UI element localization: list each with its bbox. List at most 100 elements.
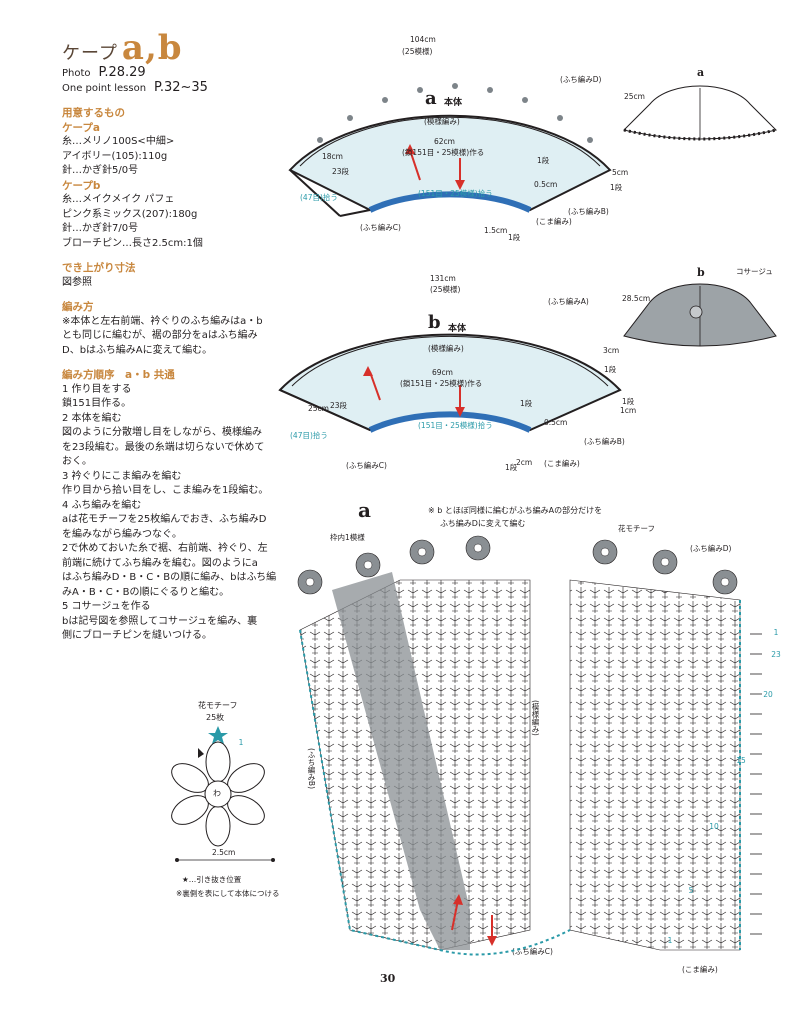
b-neck-width: 69cm bbox=[432, 368, 453, 377]
a-row1b: 1段 bbox=[508, 233, 521, 242]
b-edge-c: (ふち編みC) bbox=[346, 461, 387, 470]
row-number: 1 bbox=[773, 628, 779, 637]
a-dim-05: 0.5cm bbox=[534, 180, 558, 189]
b-neck-pickup: (151目・25模様)拾う bbox=[418, 421, 493, 430]
b-neck-note: (鎖151目・25模様)作る bbox=[400, 379, 483, 388]
chart-note-1: ※ b とほぼ同様に編むがふち編みAの部分だけを bbox=[428, 506, 603, 515]
chart-edge-b: (ふち編みB) bbox=[307, 748, 316, 789]
thumb-b-length: 28.5cm bbox=[622, 294, 651, 303]
a-top-width: 104cm bbox=[410, 35, 436, 44]
a-side: 18cm bbox=[322, 152, 343, 161]
step-line: 作り目から拾い目をし、こま編みを1段編む。 bbox=[62, 485, 269, 496]
instructions-column: 用意するもの ケープa 糸…メリノ100S<中細> アイボリー(105):110… bbox=[62, 106, 282, 644]
chart-sc: (こま編み) bbox=[682, 965, 718, 974]
row-number: 1 bbox=[667, 936, 673, 945]
motif-width: 2.5cm bbox=[212, 848, 236, 857]
a-row1a: 1段 bbox=[537, 156, 550, 165]
step-line: 2で休めておいた糸で裾、右前端、衿ぐり、左 bbox=[62, 543, 268, 554]
step-line: 図のように分散増し目をしながら、模様編み bbox=[62, 427, 262, 438]
b-dim-2: 2cm bbox=[516, 458, 533, 467]
thumb-b-corsage: コサージュ bbox=[736, 267, 773, 276]
b-row1b: 1段 bbox=[622, 397, 635, 406]
motif-count: 25枚 bbox=[206, 713, 225, 722]
title-main: ケープ bbox=[62, 43, 118, 64]
b-sc: (こま編み) bbox=[544, 459, 580, 468]
step-line: 4 ふち編みを編む bbox=[62, 499, 142, 511]
a-top-pattern: (25模様) bbox=[402, 47, 433, 56]
thumb-b-mark: b bbox=[697, 266, 705, 279]
row-number: 15 bbox=[736, 756, 746, 765]
material-line: 糸…メイクメイク パフェ bbox=[62, 194, 175, 205]
motif-center: わ bbox=[213, 789, 221, 798]
step-line: 5 コサージュを作る bbox=[62, 601, 151, 612]
step-line: 2 本体を編む bbox=[62, 412, 122, 424]
repeat-highlight bbox=[332, 572, 470, 950]
b-pattern: (模様編み) bbox=[428, 344, 464, 353]
a-neck-note: (鎖151目・25模様)作る bbox=[402, 148, 485, 157]
step-line: 前端に続けてふち編みを編む。図のようにa bbox=[62, 557, 258, 569]
b-top-width: 131cm bbox=[430, 274, 456, 283]
a-neck-pickup: (151目・25模様)拾う bbox=[418, 189, 493, 198]
b-dim-1: 1cm bbox=[620, 406, 637, 415]
a-edge-d: (ふち編みD) bbox=[560, 75, 602, 84]
red-arrow-up bbox=[369, 371, 381, 401]
stitch-chart bbox=[297, 535, 762, 956]
step-line: 側にブローチピンを縫いつける。 bbox=[62, 630, 212, 641]
a-body: 本体 bbox=[444, 98, 463, 108]
chart-edge-c: (ふち編みC) bbox=[512, 947, 553, 956]
method-line: とも同じに編むが、裾の部分をaはふち編み bbox=[62, 330, 258, 341]
material-line: ピンク系ミックス(207):180g bbox=[62, 208, 198, 220]
motif-title: 花モチーフ bbox=[198, 701, 238, 710]
materials-heading: 用意するもの bbox=[62, 107, 125, 119]
chart-mark: a bbox=[358, 498, 371, 522]
flower-motif-diagram bbox=[171, 726, 265, 847]
step-line: を23段編む。最後の糸端は切らないで休めて bbox=[62, 441, 265, 453]
b-row1a: 1段 bbox=[604, 365, 617, 374]
page-number: 30 bbox=[380, 972, 396, 985]
lesson-page: P.32~35 bbox=[154, 80, 208, 95]
a-side-rows: 23段 bbox=[332, 167, 350, 176]
b-mark: b bbox=[428, 312, 441, 333]
chart-edge-d: (ふち編みD) bbox=[690, 544, 732, 553]
b-pickup-left: (47目)拾う bbox=[290, 431, 328, 440]
step-line: aは花モチーフを25枚編んでおき、ふち編みD bbox=[62, 514, 267, 525]
b-row1d: 1段 bbox=[505, 463, 518, 472]
motif-slip-note: ★…引き抜き位置 bbox=[182, 875, 242, 884]
diagram-b-schematic bbox=[278, 333, 622, 433]
b-side: 25cm bbox=[308, 404, 329, 413]
cape-b-heading: ケープb bbox=[62, 179, 101, 192]
b-edge-b: (ふち編みB) bbox=[584, 437, 625, 446]
material-line: 糸…メリノ100S<中細> bbox=[62, 136, 175, 147]
photo-label: Photo bbox=[62, 68, 91, 79]
red-arrow-up bbox=[451, 899, 459, 931]
material-line: ブローチピン…長さ2.5cm:1個 bbox=[62, 237, 203, 249]
photo-page: P.28.29 bbox=[98, 65, 146, 80]
chart-flower-label: 花モチーフ bbox=[618, 524, 656, 533]
step-line: bは記号図を参照してコサージュを編み、裏 bbox=[62, 615, 258, 627]
a-pattern: (模様編み) bbox=[424, 117, 460, 126]
finished-text: 図参照 bbox=[62, 276, 92, 288]
step-line: 鎖151目作る。 bbox=[62, 398, 132, 409]
step-line: おく。 bbox=[62, 456, 92, 467]
chart-frame-label: 枠内1模様 bbox=[330, 533, 365, 542]
motif-width-line bbox=[175, 858, 275, 862]
method-heading: 編み方 bbox=[62, 301, 94, 313]
b-body: 本体 bbox=[448, 324, 467, 334]
step-line: 3 衿ぐりにこま編みを編む bbox=[62, 470, 182, 482]
a-row1c: 1段 bbox=[610, 183, 623, 192]
b-top-pattern: (25模様) bbox=[430, 285, 461, 294]
b-dim-05: 0.5cm bbox=[544, 418, 568, 427]
material-line: 針…かぎ針5/0号 bbox=[62, 165, 139, 176]
motif-row: 1 bbox=[238, 738, 244, 747]
a-dim-5: 5cm bbox=[612, 168, 629, 177]
a-mark: a bbox=[425, 88, 437, 109]
material-line: アイボリー(105):110g bbox=[62, 150, 168, 162]
cape-b-thumbnail bbox=[623, 283, 777, 347]
a-dim-15: 1.5cm bbox=[484, 226, 508, 235]
chart-note-2: ふち編みDに変えて編む bbox=[440, 519, 526, 528]
method-line: ※本体と左右前端、衿ぐりのふち編みはa・b bbox=[62, 315, 263, 327]
a-edge-b: (ふち編みB) bbox=[568, 207, 609, 216]
star-icon bbox=[208, 726, 228, 744]
a-edge-c: (ふち編みC) bbox=[360, 223, 401, 232]
